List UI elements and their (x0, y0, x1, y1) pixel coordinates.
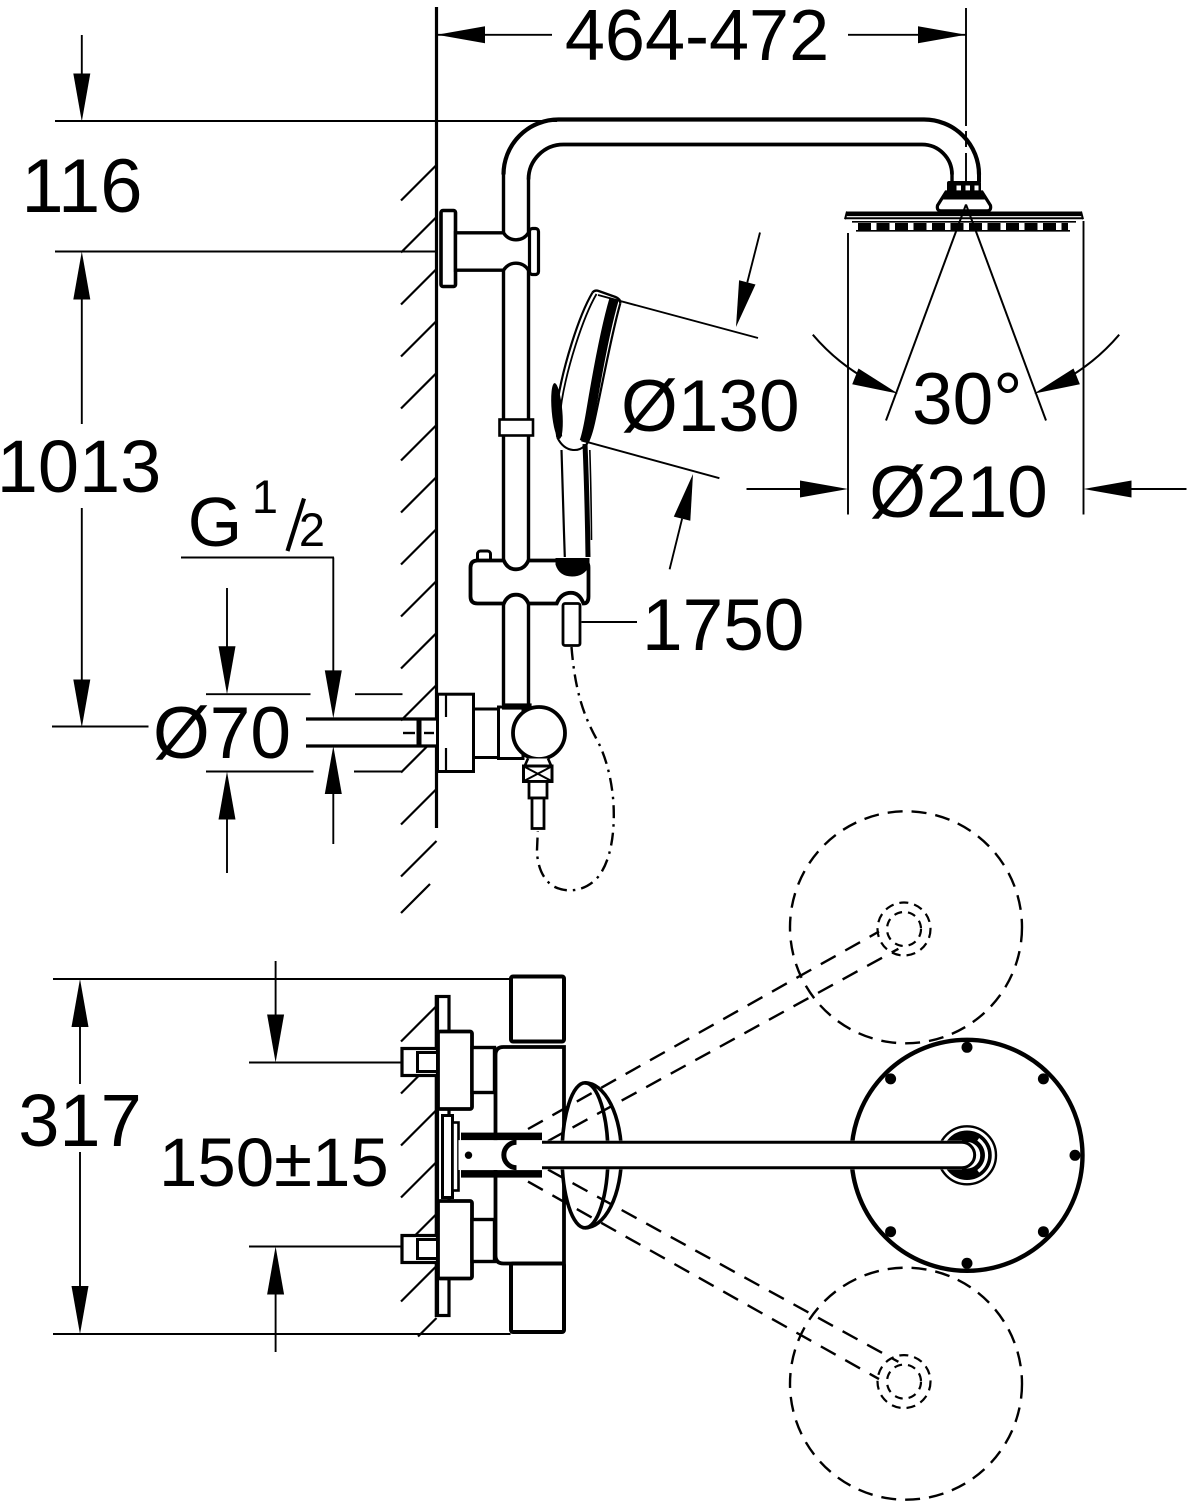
svg-text:Ø130: Ø130 (621, 366, 800, 447)
svg-text:464-472: 464-472 (565, 0, 829, 76)
svg-text:Ø210: Ø210 (869, 452, 1048, 533)
svg-text:317: 317 (18, 1079, 141, 1162)
svg-text:Ø70: Ø70 (153, 693, 291, 774)
svg-text:116: 116 (21, 144, 142, 229)
svg-text:1: 1 (252, 470, 278, 523)
svg-text:G: G (188, 483, 242, 561)
svg-text:1013: 1013 (0, 425, 161, 508)
svg-text:150±15: 150±15 (159, 1124, 389, 1201)
svg-text:30°: 30° (912, 359, 1022, 440)
svg-text:2: 2 (299, 503, 325, 556)
svg-text:1750: 1750 (642, 585, 804, 666)
